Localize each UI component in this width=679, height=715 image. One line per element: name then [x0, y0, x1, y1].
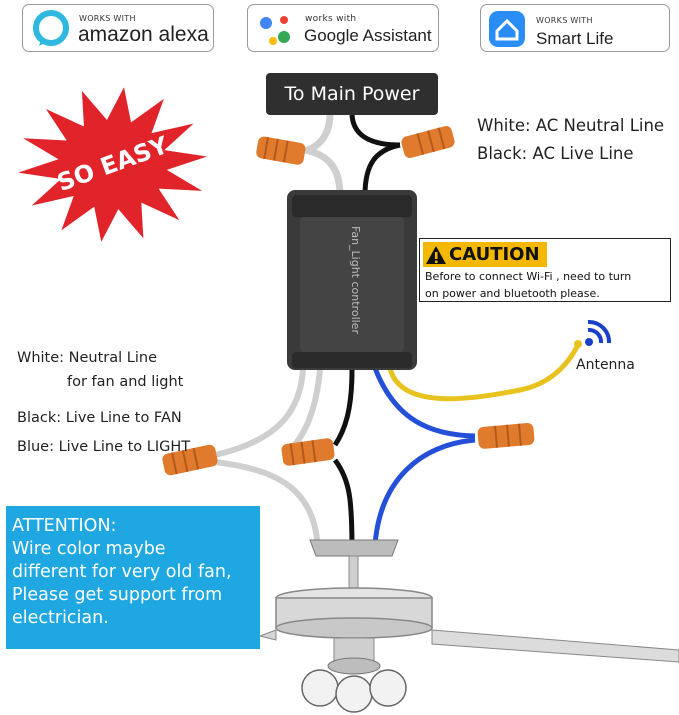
wifi-signal-icon	[585, 320, 611, 346]
ceiling-fan	[258, 539, 679, 713]
wire-connector-blue	[477, 423, 535, 449]
caution-line-1: Before to connect Wi-Fi , need to turn	[425, 270, 632, 283]
google-brand: Google Assistant	[304, 26, 432, 45]
caution-message: Before to connect Wi-Fi , need to turn o…	[425, 268, 631, 302]
white-wire-top	[306, 112, 334, 154]
google-assistant-icon	[260, 16, 290, 45]
warning-triangle-icon	[426, 245, 446, 264]
antenna-wire	[387, 343, 581, 402]
caution-box: CAUTION Before to connect Wi-Fi , need t…	[419, 238, 671, 302]
fan-blue-label: Blue: Live Line to LIGHT	[17, 439, 191, 455]
antenna-label: Antenna	[576, 357, 635, 373]
black-wire-top	[349, 112, 401, 148]
black-wire-to-controller	[362, 142, 401, 196]
attention-box: ATTENTION: Wire color maybe different fo…	[6, 506, 260, 649]
black-wire-fan	[332, 369, 355, 447]
fan-light-controller: Fan_Light controller	[287, 190, 417, 370]
caution-title: CAUTION	[449, 244, 540, 265]
smart-life-icon	[489, 11, 525, 47]
blue-wire-light	[372, 367, 476, 439]
alexa-brand: amazon alexa	[78, 23, 209, 46]
wire-connector-white-top	[256, 136, 306, 165]
attention-line-4: Please get support from	[12, 585, 223, 605]
main-power-label: To Main Power	[266, 73, 438, 115]
smart-life-badge: WORKS WITH Smart Life	[480, 4, 670, 52]
controller-label: Fan_Light controller	[349, 226, 362, 334]
white-wire-to-controller	[304, 146, 344, 196]
so-easy-starburst: SO EASY	[18, 87, 208, 242]
white-wire-fan-down	[214, 459, 321, 551]
alexa-badge: WORKS WITH amazon alexa	[22, 4, 214, 52]
fan-black-label: Black: Live Line to FAN	[17, 410, 182, 426]
caution-header: CAUTION	[423, 242, 547, 267]
attention-line-5: electrician.	[12, 608, 109, 628]
caution-line-2: on power and bluetooth please.	[425, 287, 600, 300]
alexa-icon	[33, 10, 69, 46]
attention-line-2: Wire color maybe	[12, 539, 166, 559]
smart-life-works-with: WORKS WITH	[536, 16, 593, 25]
fan-white-label: White: Neutral Line	[17, 350, 158, 366]
smart-life-brand: Smart Life	[536, 29, 614, 48]
fan-white-label-2: for fan and light	[67, 374, 184, 390]
white-wire-fan-1	[214, 369, 306, 458]
wire-connector-black-top	[401, 125, 455, 159]
wire-connector-white-bottom	[162, 444, 218, 476]
antenna-tip	[574, 340, 582, 348]
wire-connector-black-bottom	[281, 438, 335, 466]
google-works-with: works with	[305, 14, 357, 24]
attention-line-3: different for very old fan,	[12, 562, 232, 582]
ac-black-label: Black: AC Live Line	[477, 144, 634, 163]
attention-line-1: ATTENTION:	[12, 516, 117, 536]
black-wire-fan-down	[332, 458, 355, 551]
alexa-works-with: WORKS WITH	[79, 14, 136, 23]
google-assistant-badge: works with Google Assistant	[247, 4, 439, 52]
blue-wire-light-down	[372, 437, 476, 546]
ac-white-label: White: AC Neutral Line	[477, 116, 665, 135]
